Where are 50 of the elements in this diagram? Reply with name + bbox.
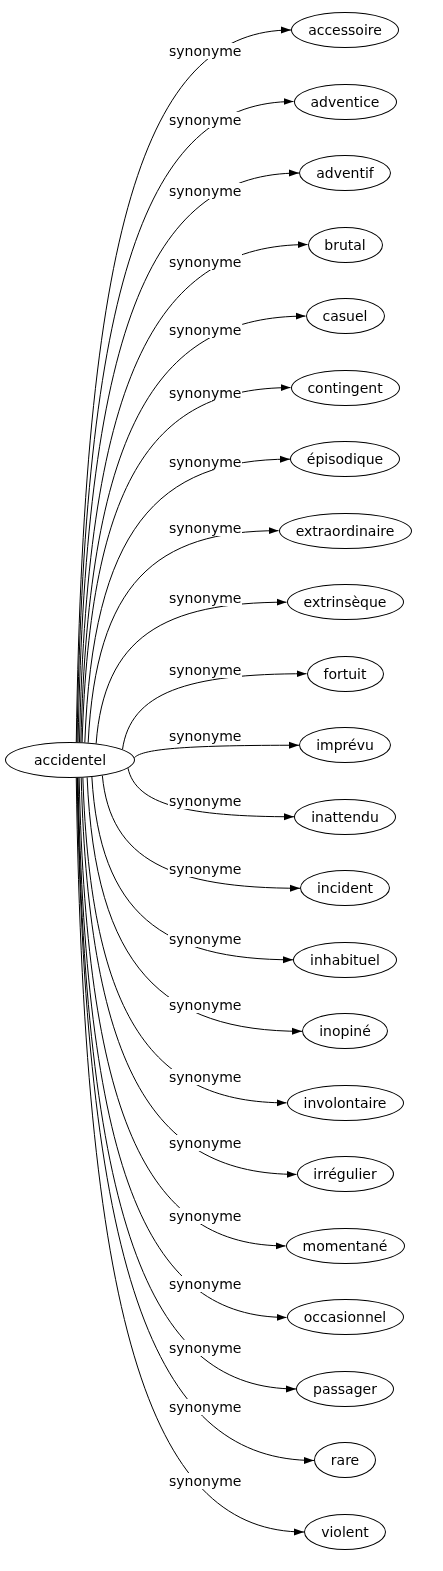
arrow <box>95 598 287 744</box>
edge-label: synonyme <box>168 182 243 199</box>
arrow <box>122 670 307 750</box>
word-ellipse: involontaire <box>286 1084 404 1121</box>
edge-label: synonyme <box>168 1340 243 1357</box>
edge-label: synonyme <box>168 112 243 129</box>
edge-label: synonyme <box>168 254 243 271</box>
edge-label: synonyme <box>168 997 243 1014</box>
edge-label: synonyme <box>168 1069 243 1086</box>
word-ellipse: incident <box>300 870 390 907</box>
arrow <box>91 776 294 963</box>
arrow <box>133 741 300 759</box>
word-ellipse: inattendu <box>294 798 396 835</box>
arrow <box>101 775 301 892</box>
word-ellipse: épisodique <box>290 441 400 478</box>
edge-label: synonyme <box>168 1207 243 1224</box>
word-ellipse: irrégulier <box>296 1156 394 1193</box>
arrow <box>79 241 308 743</box>
arrow <box>86 776 303 1035</box>
word-ellipse: contingent <box>290 369 400 406</box>
arrow <box>84 456 291 743</box>
edge-label: synonyme <box>168 1135 243 1152</box>
arrow <box>82 777 287 1106</box>
word-ellipse: inhabituel <box>293 941 397 978</box>
word-ellipse: occasionnel <box>286 1299 404 1336</box>
word-ellipse: accessoire <box>291 12 399 48</box>
word-ellipse: adventif <box>299 155 391 192</box>
word-ellipse: momentané <box>285 1227 405 1264</box>
edge-label: synonyme <box>168 321 243 338</box>
arrow <box>80 777 297 1178</box>
arrow <box>81 384 291 743</box>
word-ellipse: passager <box>296 1370 394 1407</box>
word-ellipse: adventice <box>293 83 397 120</box>
arrow <box>87 527 279 744</box>
word-ellipse: extraordinaire <box>278 512 412 549</box>
word-ellipse: casuel <box>305 298 385 335</box>
word-ellipse: violent <box>304 1514 386 1550</box>
word-ellipse: inopiné <box>302 1013 388 1050</box>
word-ellipse: imprévu <box>299 727 391 764</box>
word-ellipse: brutal <box>307 226 383 263</box>
arrow <box>80 313 306 743</box>
edge-label: synonyme <box>168 42 243 59</box>
edge-label: synonyme <box>168 1473 243 1490</box>
word-ellipse: fortuit <box>306 655 384 692</box>
word-ellipse: accidentel <box>5 742 135 778</box>
edge-label: synonyme <box>168 1399 243 1416</box>
word-ellipse: rare <box>314 1442 376 1479</box>
edge-label: synonyme <box>168 1276 243 1293</box>
word-ellipse: extrinsèque <box>286 584 404 621</box>
arrow <box>127 767 295 821</box>
